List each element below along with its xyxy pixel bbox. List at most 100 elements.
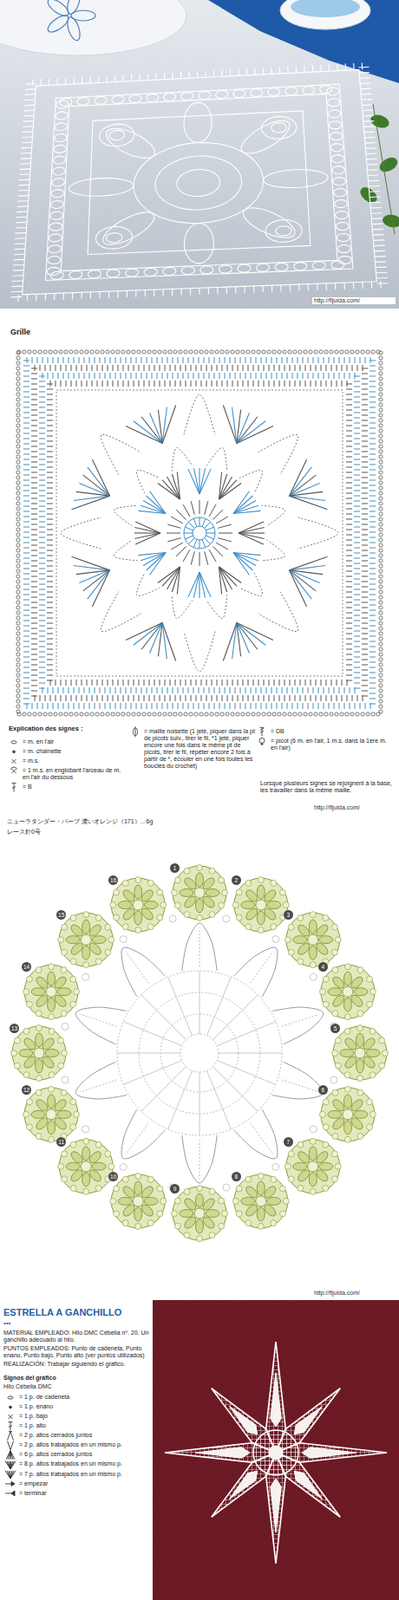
drawing-stroke	[172, 357, 174, 364]
drawing-stroke	[204, 350, 209, 354]
drawing-stroke	[346, 561, 353, 563]
drawing-stroke	[31, 399, 38, 401]
drawing-stroke	[250, 952, 274, 984]
drawing-stroke	[281, 372, 283, 380]
drawing-stroke	[234, 1175, 288, 1230]
drawing-stroke	[52, 178, 66, 187]
drawing-stroke	[361, 649, 368, 651]
drawing-stroke	[379, 398, 383, 402]
drawing-stroke	[279, 380, 281, 387]
drawing-stroke	[16, 580, 20, 584]
drawing-stroke	[271, 123, 288, 133]
drawing-stroke	[373, 245, 386, 248]
drawing-stroke	[128, 365, 130, 372]
drawing-stroke	[279, 889, 286, 897]
drawing-stroke	[219, 372, 221, 380]
drawing-stroke	[115, 703, 117, 710]
drawing-stroke	[238, 532, 265, 534]
drawing-stroke	[377, 154, 399, 175]
drawing-stroke	[39, 397, 46, 399]
drawing-stroke	[52, 372, 54, 380]
drawing-stroke	[361, 415, 368, 417]
drawing-stroke	[322, 1125, 329, 1132]
drawing-stroke	[107, 365, 109, 372]
drawing-stroke	[281, 687, 283, 694]
drawing-stroke	[46, 436, 53, 438]
drawing-stroke	[46, 467, 53, 469]
drawing-stroke	[353, 662, 360, 664]
drawing-stroke	[322, 915, 329, 923]
drawing-stroke	[303, 65, 306, 73]
drawing-stroke	[39, 584, 46, 586]
drawing-stroke	[242, 365, 244, 372]
drawing-stroke	[76, 380, 78, 387]
drawing-stroke	[346, 644, 353, 646]
drawing-stroke	[270, 880, 277, 887]
drawing-stroke	[23, 115, 34, 118]
drawing-stroke	[227, 365, 229, 372]
drawing-stroke	[379, 450, 383, 454]
drawing-stroke	[353, 542, 360, 544]
drawing-stroke	[103, 212, 155, 245]
drawing-stroke	[91, 365, 93, 372]
drawing-stroke	[346, 628, 353, 630]
drawing-stroke	[276, 687, 278, 694]
drawing-stroke	[209, 868, 216, 875]
drawing-stroke	[360, 93, 372, 96]
drawing-stroke	[256, 1208, 265, 1223]
drawing-stroke	[136, 470, 160, 494]
drawing-stroke	[142, 350, 146, 354]
drawing-stroke	[16, 387, 20, 392]
drawing-stroke	[225, 712, 229, 717]
drawing-stroke	[379, 668, 383, 673]
drawing-stroke	[185, 365, 187, 372]
drawing-stroke	[320, 380, 322, 387]
drawing-stroke	[16, 476, 20, 480]
drawing-stroke	[184, 536, 193, 540]
drawing-stroke	[369, 501, 376, 503]
drawing-stroke	[297, 1185, 304, 1192]
drawing-stroke	[162, 622, 177, 661]
drawing-stroke	[113, 505, 138, 527]
drawing-stroke	[254, 68, 256, 76]
drawing-stroke	[181, 91, 194, 100]
drawing-stroke	[46, 493, 53, 495]
drawing-stroke	[159, 365, 161, 372]
drawing-stroke	[121, 948, 166, 998]
drawing-stroke	[163, 712, 167, 717]
drawing-stroke	[53, 712, 58, 717]
drawing-stroke	[369, 631, 376, 633]
drawing-stroke	[159, 695, 161, 702]
drawing-stroke	[167, 567, 181, 590]
drawing-stroke	[46, 623, 53, 625]
drawing-stroke	[341, 380, 343, 387]
drawing-stroke	[333, 1026, 387, 1081]
drawing-stroke	[18, 189, 29, 192]
drawing-stroke	[379, 616, 383, 621]
drawing-stroke	[31, 686, 38, 687]
drawing-stroke	[327, 988, 342, 997]
drawing-stroke	[302, 372, 304, 380]
drawing-stroke	[235, 1211, 243, 1218]
drawing-stroke	[361, 446, 368, 448]
drawing-stroke	[39, 542, 46, 544]
drawing-stroke	[255, 687, 257, 694]
drawing-stroke	[257, 1223, 264, 1230]
drawing-stroke	[61, 1077, 69, 1085]
drawing-stroke	[46, 561, 53, 563]
drawing-stroke	[22, 125, 33, 128]
drawing-stroke	[369, 563, 376, 565]
drawing-stroke	[188, 687, 190, 694]
drawing-stroke	[361, 62, 364, 70]
drawing-stroke	[346, 582, 353, 583]
drawing-stroke	[219, 567, 243, 583]
drawing-stroke	[255, 263, 270, 272]
drawing-stroke	[369, 196, 381, 198]
drawing-stroke	[39, 695, 41, 702]
drawing-stroke	[216, 1060, 275, 1086]
drawing-stroke	[213, 995, 259, 1041]
drawing-stroke	[176, 547, 186, 557]
drawing-stroke	[23, 516, 30, 518]
drawing-stroke	[369, 392, 376, 393]
drawing-stroke	[167, 687, 169, 694]
